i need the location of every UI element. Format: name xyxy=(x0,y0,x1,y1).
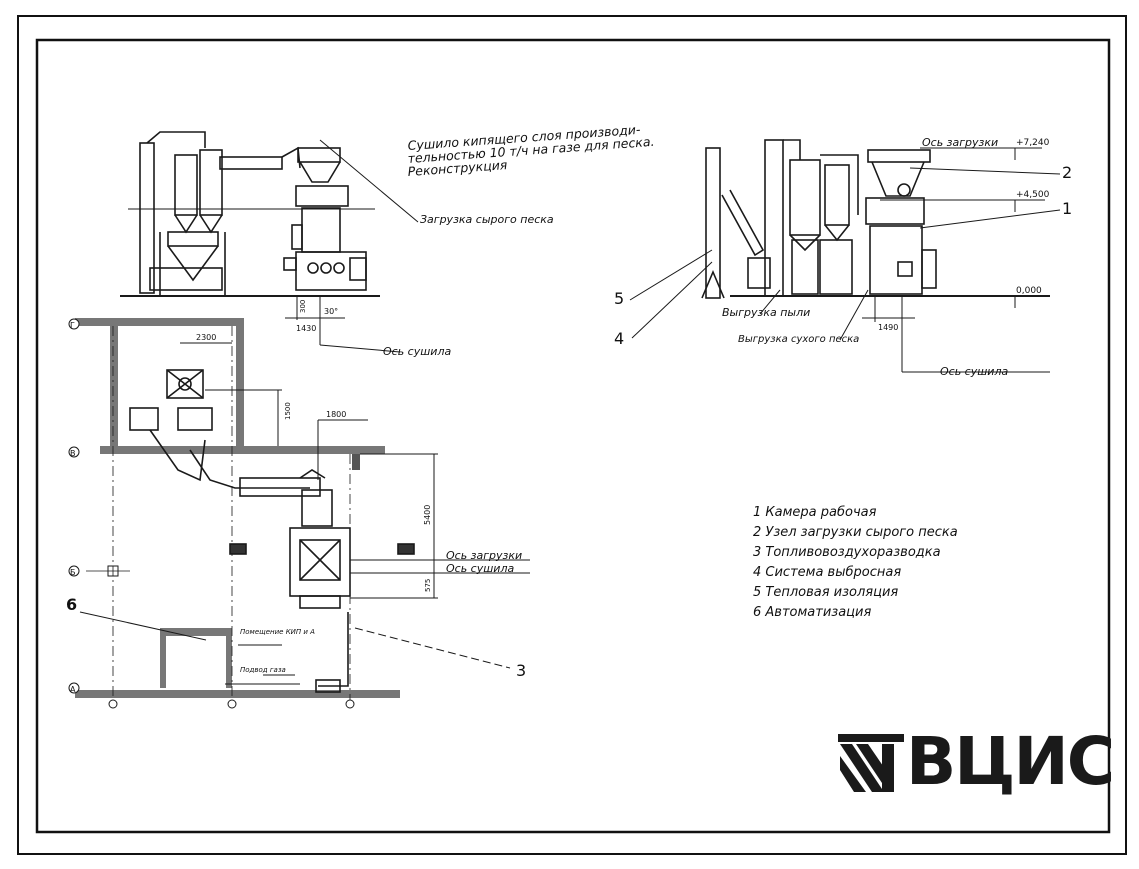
axis-label-b: Б xyxy=(70,568,76,577)
dim-2300: 2300 xyxy=(196,333,216,342)
legend-item-1: 1 Камера рабочая xyxy=(753,505,877,520)
level-4500: +4,500 xyxy=(1016,190,1050,200)
dim-1490: 1490 xyxy=(878,323,898,332)
dim-30: 30° xyxy=(324,307,338,316)
legend-item-3: 3 Топливовоздухоразводка xyxy=(753,545,941,560)
legend-item-5: 5 Тепловая изоляция xyxy=(753,585,899,600)
label-kip-room: Помещение КИП и А xyxy=(240,628,315,636)
axis-label-g: Г xyxy=(70,321,75,330)
legend: 1 Камера рабочая 2 Узел загрузки сырого … xyxy=(753,503,1013,623)
callout-2: 2 xyxy=(1062,163,1072,182)
callout-3: 3 xyxy=(516,661,526,680)
right-elevation xyxy=(629,139,1061,373)
label-loading-axis-1: Ось загрузки xyxy=(922,136,998,149)
logo-mark-icon xyxy=(838,734,904,792)
level-0000: 0,000 xyxy=(1016,286,1042,296)
inner-frame xyxy=(35,38,1111,834)
label-loading-axis-2: Ось загрузки xyxy=(446,549,522,562)
label-dryer-axis-3: Ось сушила xyxy=(446,562,514,575)
label-dust-unloading: Выгрузка пыли xyxy=(722,306,810,319)
grid-axis-bubbles xyxy=(68,318,355,709)
dim-1500: 1500 xyxy=(284,402,292,420)
logo-text: ВЦИС xyxy=(906,723,1115,800)
vcis-logo: ВЦИС xyxy=(836,723,1115,800)
level-7240: +7,240 xyxy=(1016,138,1050,148)
callout-1: 1 xyxy=(1062,199,1072,218)
axis-label-a: А xyxy=(70,685,76,694)
label-dryer-axis-1: Ось сушила xyxy=(383,345,451,358)
callout-5: 5 xyxy=(614,289,624,308)
outer-frame xyxy=(17,15,1127,855)
label-fuel-supply: Подвод газа xyxy=(240,666,286,674)
label-raw-sand-loading: Загрузка сырого песка xyxy=(420,213,554,226)
title-line-3: Реконструкция xyxy=(407,157,508,179)
dim-300: 300 xyxy=(299,300,307,313)
plan-view xyxy=(75,318,530,700)
dim-5400: 5400 xyxy=(423,505,432,525)
left-elevation xyxy=(120,131,419,353)
dim-1430: 1430 xyxy=(296,324,316,333)
legend-item-2: 2 Узел загрузки сырого песка xyxy=(753,525,958,540)
dim-575: 575 xyxy=(424,579,432,592)
legend-item-4: 4 Система выбросная xyxy=(753,565,902,580)
label-dry-sand-unloading: Выгрузка сухого песка xyxy=(738,334,859,345)
dim-1800: 1800 xyxy=(326,410,346,419)
label-dryer-axis-2: Ось сушила xyxy=(940,365,1008,378)
legend-item-6: 6 Автоматизация xyxy=(753,605,872,620)
callout-4: 4 xyxy=(614,329,624,348)
callout-6: 6 xyxy=(66,595,77,614)
axis-label-v: В xyxy=(70,449,76,458)
